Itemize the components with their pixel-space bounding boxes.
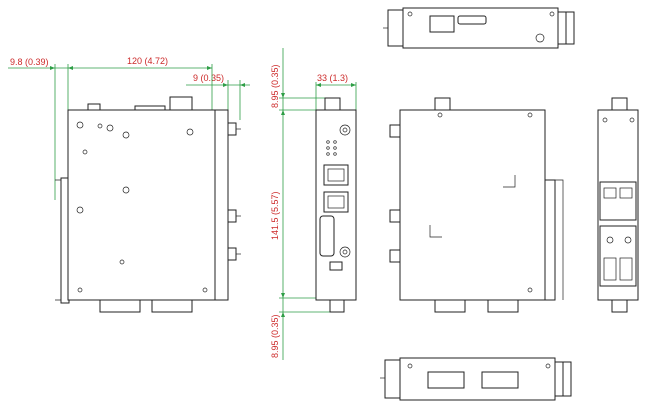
ethernet-port-icon bbox=[323, 164, 349, 186]
din-offset-label: 9.8 (0.39) bbox=[10, 57, 49, 67]
front-view bbox=[55, 96, 241, 313]
height-main-label: 141.5 (5.57) bbox=[270, 191, 280, 240]
bottom-view bbox=[380, 357, 572, 401]
antenna-offset-label: 9 (0.35) bbox=[193, 73, 224, 83]
terminal-block-icon bbox=[481, 371, 519, 389]
terminal-block-icon bbox=[427, 371, 465, 389]
ethernet-port-icon bbox=[323, 191, 349, 213]
rear-view bbox=[389, 97, 564, 313]
side-view bbox=[315, 97, 357, 313]
led-indicators bbox=[326, 140, 337, 156]
terminal-block-icon bbox=[434, 299, 466, 313]
depth-side-label: 33 (1.3) bbox=[317, 73, 348, 83]
terminal-block-icon bbox=[487, 299, 519, 313]
width-front-label: 120 (4.72) bbox=[127, 56, 168, 66]
top-offset-label: 8.95 (0.35) bbox=[270, 64, 280, 108]
dimension-lines bbox=[8, 48, 357, 360]
ground-screw-icon bbox=[535, 33, 545, 43]
bottom-offset-label: 8.95 (0.35) bbox=[270, 314, 280, 358]
top-view bbox=[383, 7, 575, 49]
right-side-view bbox=[597, 97, 639, 313]
terminal-block-icon bbox=[429, 15, 455, 33]
